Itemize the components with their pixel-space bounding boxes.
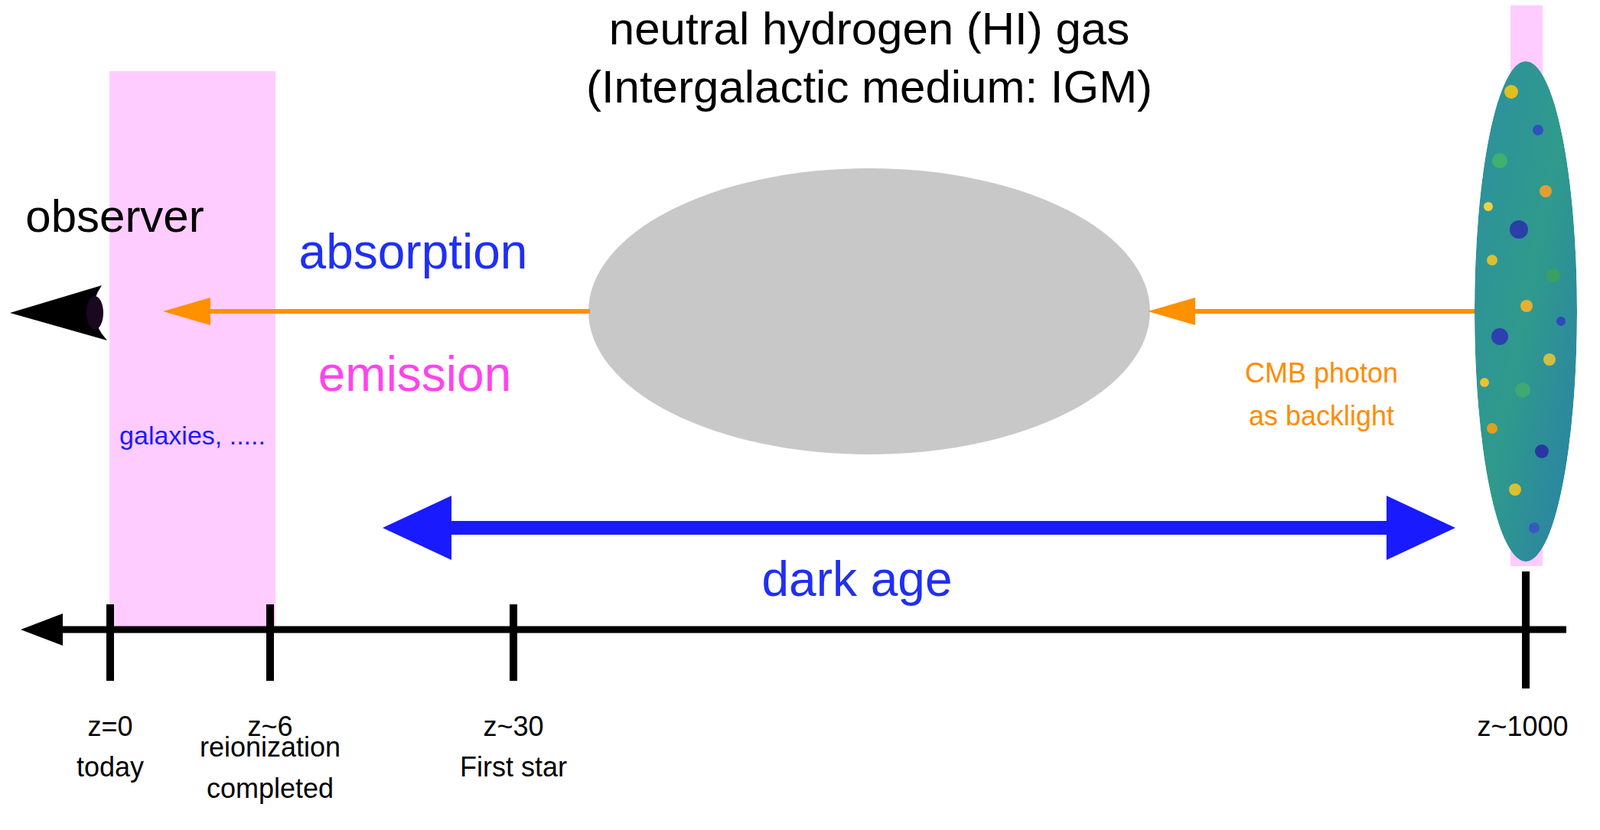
diagram-title: neutral hydrogen (HI) gas (Intergalactic… — [555, 0, 1183, 117]
arrow-head — [1386, 495, 1456, 561]
tick — [1521, 571, 1530, 689]
redshift-label: z~1000 — [1476, 707, 1568, 747]
axis-arrow — [20, 613, 63, 646]
arrow-head — [382, 495, 452, 561]
photon-arrow — [1186, 309, 1475, 314]
photon-arrow — [198, 309, 590, 314]
cmb-map — [1474, 61, 1578, 562]
absorption-label: absorption — [299, 223, 528, 281]
dark-age-label: dark age — [761, 550, 952, 608]
pink-band — [109, 71, 276, 628]
redshift-label: z=0 — [87, 707, 133, 747]
timeline-axis — [53, 626, 1567, 634]
tick — [266, 604, 274, 682]
epoch-label: today — [76, 748, 144, 787]
epoch-label: First star — [459, 748, 568, 787]
arrow-head — [162, 297, 211, 326]
galaxy-band: galaxies, ..... — [109, 71, 276, 628]
epoch-label: reionization completed — [182, 726, 359, 810]
redshift-label: z~30 — [482, 707, 544, 747]
tick — [106, 604, 115, 682]
arrow-head — [1147, 297, 1196, 326]
eye-symbol — [9, 285, 108, 341]
band-text: galaxies, ..... — [109, 419, 276, 452]
igm-cloud — [588, 168, 1151, 455]
eye-pupil — [86, 296, 104, 330]
observer-label: observer — [25, 189, 204, 244]
tick — [509, 604, 518, 682]
dark-age-arrow — [439, 521, 1397, 535]
cmb-label: CMB photon as backlight — [1237, 351, 1406, 438]
emission-label: emission — [318, 345, 512, 403]
